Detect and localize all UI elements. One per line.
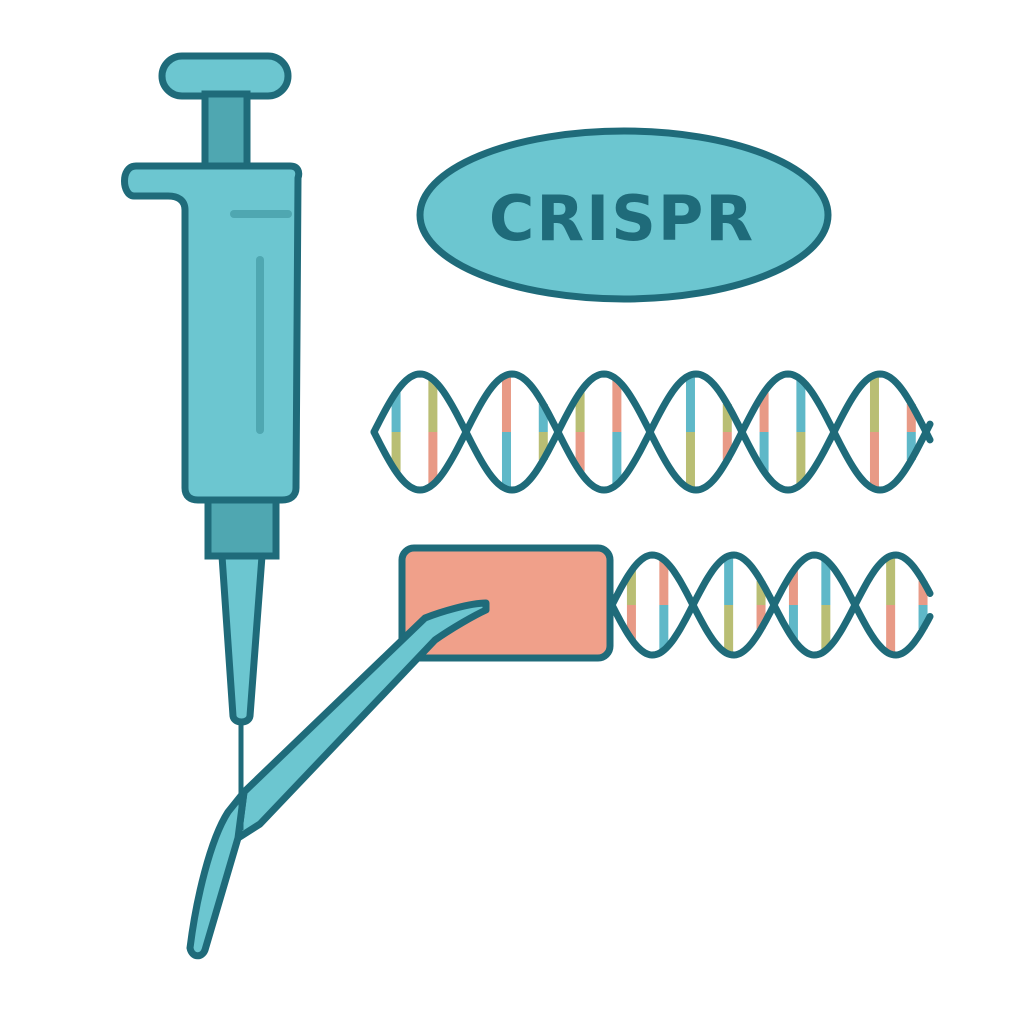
dna-helix-edited-icon (608, 551, 934, 659)
dna-strand (608, 551, 934, 659)
pipette-collar (204, 496, 280, 560)
pipette-body (121, 162, 303, 504)
crispr-label-text: CRISPR (489, 182, 755, 255)
dna-helix-icon (370, 370, 934, 494)
tweezers-icon (186, 599, 490, 960)
crispr-label: CRISPR (416, 127, 832, 303)
pipette-plunger-rod (201, 90, 251, 172)
dna-strand (608, 551, 934, 659)
pipette-icon (121, 52, 303, 830)
crispr-label-ellipse (416, 127, 832, 303)
pipette-tip (218, 552, 266, 726)
dna-strand (370, 370, 934, 494)
pipette-plunger-cap (158, 52, 292, 100)
